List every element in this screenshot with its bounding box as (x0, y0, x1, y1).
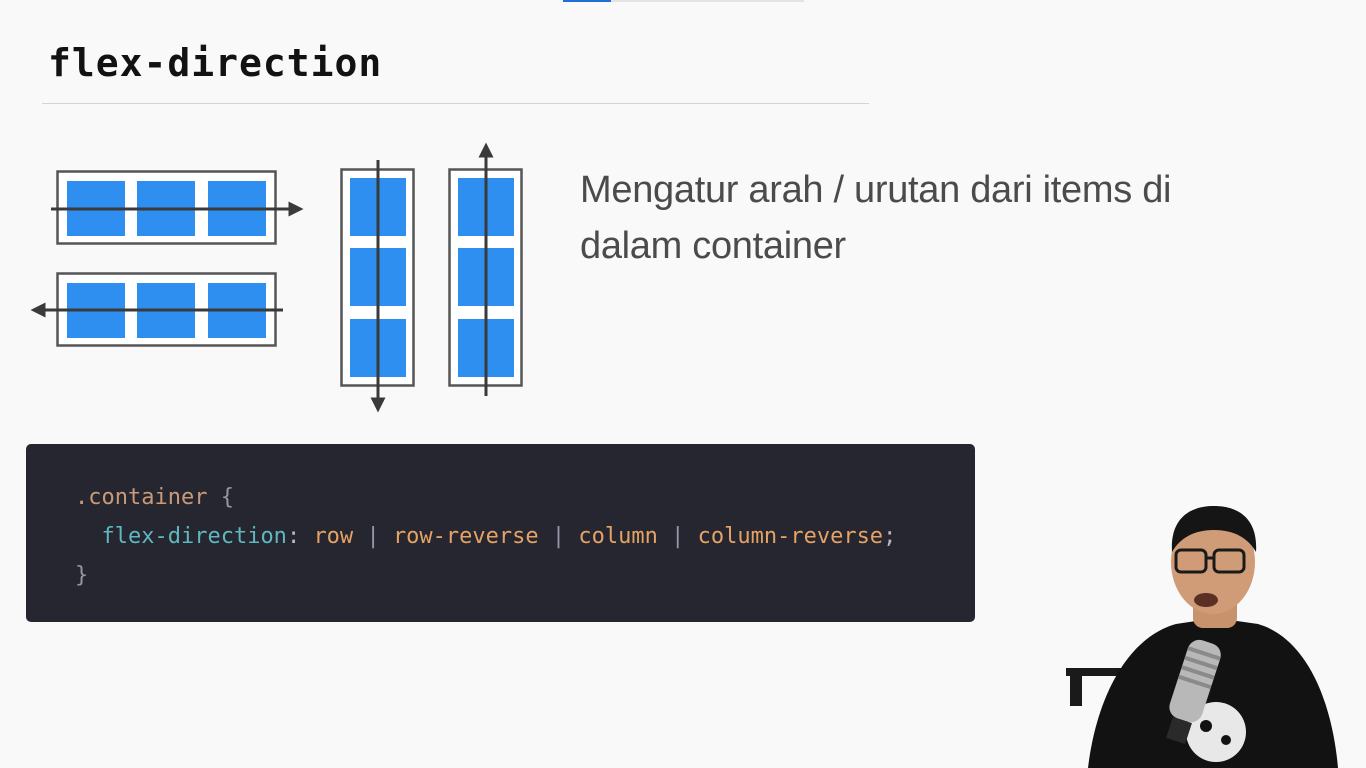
diagram-column-reverse (448, 142, 523, 396)
code-line-1: .container { (75, 478, 975, 517)
code-value-column: column (578, 524, 658, 549)
code-separator: | (551, 524, 566, 549)
shirt-print-dot (1221, 735, 1231, 745)
shirt-print-dot (1200, 720, 1212, 732)
slide-title: flex-direction (48, 41, 383, 85)
code-value-row-reverse: row-reverse (392, 524, 539, 549)
shirt-print-graphic (1186, 702, 1246, 762)
mic-arm (1066, 668, 1136, 676)
code-colon: : (286, 524, 301, 549)
presenter-mouth (1194, 593, 1218, 607)
progress-bar-fill (563, 0, 612, 2)
diagram-row-reverse (30, 272, 283, 347)
presenter-glasses-left (1174, 548, 1208, 574)
code-selector: .container (75, 485, 208, 510)
progress-bar (563, 0, 804, 2)
code-open-brace: { (220, 485, 234, 510)
code-semicolon: ; (883, 524, 897, 549)
code-line-2: flex-direction: row | row-reverse | colu… (75, 517, 975, 556)
title-divider (42, 103, 869, 104)
code-separator: | (366, 524, 380, 549)
presenter-glasses-right (1212, 548, 1246, 574)
code-separator: | (671, 524, 685, 549)
presenter-hair (1171, 506, 1257, 552)
code-property: flex-direction (101, 524, 287, 549)
presenter-webcam-person-icon (1066, 506, 1338, 768)
code-value-column-reverse: column-reverse (697, 524, 884, 549)
code-snippet: .container { flex-direction: row | row-r… (26, 444, 975, 622)
diagram-row (51, 170, 304, 245)
slide-description: Mengatur arah / urutan dari items di dal… (580, 169, 1172, 267)
mic-arm-bracket (1070, 676, 1082, 706)
diagram-column (340, 160, 415, 413)
code-close-brace: } (75, 563, 89, 588)
code-line-3: } (75, 556, 975, 595)
microphone-icon (1166, 639, 1221, 745)
code-value-row: row (313, 524, 354, 549)
flex-direction-diagrams (30, 142, 523, 413)
presenter-shirt (1088, 618, 1338, 768)
